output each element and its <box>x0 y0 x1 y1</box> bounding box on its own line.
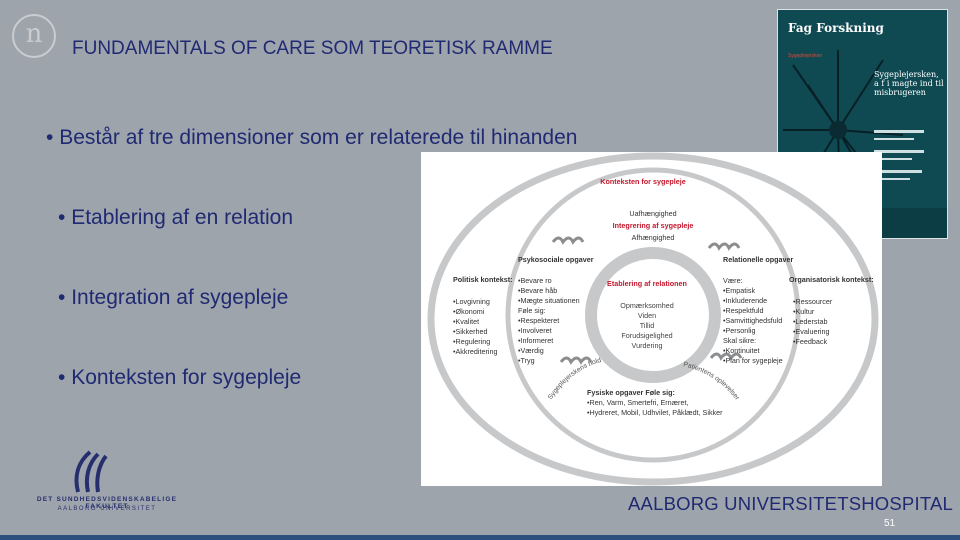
bullet-relation: • Etablering af en relation <box>58 206 293 229</box>
political-title: Politisk kontekst: <box>453 275 513 284</box>
bullet-context: • Konteksten for sygepleje <box>58 366 302 389</box>
cover-headline: Sygeplejersken, a f i magte ind til misb… <box>874 70 944 97</box>
organizational-item: •Kultur <box>793 307 815 316</box>
political-item: •Akkreditering <box>453 347 497 356</box>
relational-item: •Empatisk <box>723 286 755 295</box>
psychosocial-item: •Respekteret <box>518 316 559 325</box>
integration-top-label: Uafhængighed <box>629 209 676 218</box>
psychosocial-item: •Værdig <box>518 346 544 355</box>
university-name: AALBORG UNIVERSITET <box>57 506 157 512</box>
political-item: •Økonomi <box>453 307 485 316</box>
organizational-item: •Evaluering <box>793 327 829 336</box>
bullet-relation-text: Etablering af en relation <box>71 206 293 229</box>
relational-item: •Respektfuld <box>723 306 763 315</box>
bullet-main-text: Består af tre dimensioner som er relater… <box>59 126 578 149</box>
bullet-integration-text: Integration af sygepleje <box>71 286 289 309</box>
physical-line: •Hydreret, Mobil, Udhvilet, Påklædt, Sik… <box>587 408 723 417</box>
relation-item: Tillid <box>640 321 655 330</box>
fundamentals-of-care-diagram: Konteksten for sygepleje Uafhængighed In… <box>421 152 882 486</box>
relation-item: Vurdering <box>632 341 663 350</box>
relation-item: Viden <box>638 311 656 320</box>
psychosocial-title: Psykosociale opgaver <box>518 255 594 264</box>
psychosocial-item: •Mægte situationen <box>518 296 580 305</box>
political-item: •Regulering <box>453 337 490 346</box>
organizational-item: •Lederstab <box>793 317 828 326</box>
logo-glyph: n <box>25 19 43 49</box>
relational-item: Være: <box>723 276 743 285</box>
relation-item: Forudsigelighed <box>621 331 672 340</box>
relation-title: Etablering af relationen <box>607 279 687 288</box>
integration-bottom-label: Afhængighed <box>632 233 675 242</box>
hospital-name: AALBORG UNIVERSITETSHOSPITAL <box>628 493 953 514</box>
bottom-bar <box>0 535 960 540</box>
organizational-item: •Feedback <box>793 337 827 346</box>
bullet-context-text: Konteksten for sygepleje <box>71 366 302 389</box>
cover-subtitle: Sygeplejersken <box>788 53 823 59</box>
squiggle-top-left <box>551 236 585 245</box>
context-title: Konteksten for sygepleje <box>600 177 685 186</box>
relational-item: •Plan for sygepleje <box>723 356 783 365</box>
psychosocial-item: •Involveret <box>518 326 552 335</box>
squiggle-top-right <box>707 242 741 251</box>
bullet-integration: • Integration af sygepleje <box>58 286 289 309</box>
squiggle-bottom-right <box>709 352 743 361</box>
bullet-main: • Består af tre dimensioner som er relat… <box>46 126 578 149</box>
faculty-logo-icon <box>74 450 108 493</box>
relational-item: •Samvittighedsfuld <box>723 316 782 325</box>
diagram-svg: Konteksten for sygepleje Uafhængighed In… <box>421 152 879 486</box>
faculty-name: DET SUNDHEDSVIDENSKABELIGE FAKULTET <box>36 496 178 510</box>
relational-item: •Inkluderende <box>723 296 767 305</box>
psychosocial-item: •Bevare ro <box>518 276 552 285</box>
political-item: •Sikkerhed <box>453 327 487 336</box>
psychosocial-item: Føle sig: <box>518 306 546 315</box>
university-logo-mark: n <box>12 14 56 58</box>
relation-item: Opmærksomhed <box>620 301 674 310</box>
inner-ring <box>585 247 721 383</box>
political-item: •Lovgivning <box>453 297 490 306</box>
relational-title: Relationelle opgaver <box>723 255 794 264</box>
relational-item: •Personlig <box>723 326 755 335</box>
relational-item: Skal sikre: <box>723 336 756 345</box>
squiggle-bottom-left <box>559 356 593 365</box>
organizational-title: Organisatorisk kontekst: <box>789 275 874 284</box>
relational-item: •Kontinuitet <box>723 346 759 355</box>
physical-title: Fysiske opgaver Føle sig: <box>587 388 675 397</box>
psychosocial-item: •Bevare håb <box>518 286 557 295</box>
cover-masthead: Fag Forskning <box>788 21 884 35</box>
political-item: •Kvalitet <box>453 317 479 326</box>
slide-title: FUNDAMENTALS OF CARE SOM TEORETISK RAMME <box>72 38 553 59</box>
integration-title: Integrering af sygepleje <box>613 221 694 230</box>
physical-line: •Ren, Varm, Smertefri, Ernæret, <box>587 398 688 407</box>
organizational-item: •Ressourcer <box>793 297 833 306</box>
psychosocial-item: •Tryg <box>518 356 535 365</box>
page-number: 51 <box>884 518 896 529</box>
psychosocial-item: •Informeret <box>518 336 553 345</box>
